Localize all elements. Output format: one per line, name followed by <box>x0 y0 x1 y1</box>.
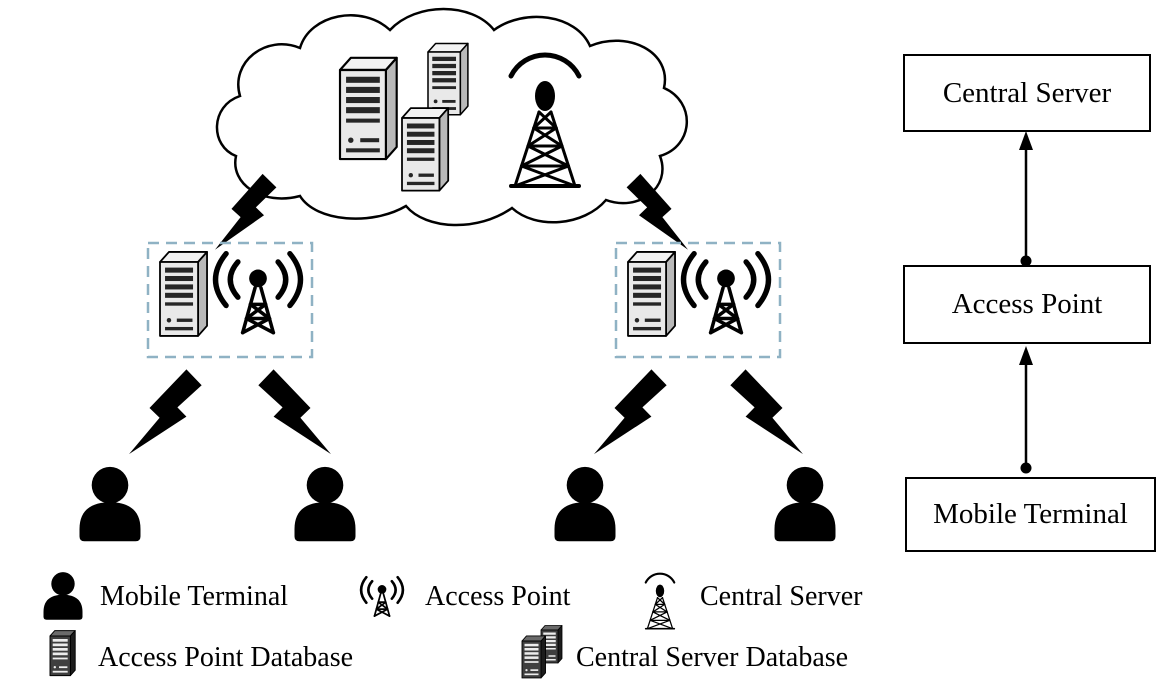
lightning-bolt-icon <box>726 362 803 470</box>
legend-mobile-terminal-icon <box>43 572 83 620</box>
access-point-database-icon <box>627 251 676 337</box>
legend-label-access-point-database: Access Point Database <box>98 642 354 673</box>
legend-central-server-database-icon <box>521 635 546 679</box>
access-point-box-left <box>146 241 314 359</box>
legend-access-point-database-icon <box>49 630 76 677</box>
hierarchy-arrow-access-to-central <box>1019 131 1033 267</box>
mobile-terminal-icon <box>79 466 141 542</box>
lightning-bolt-icon <box>129 362 206 470</box>
central-server-database-rack-icon <box>427 42 469 116</box>
hierarchy-label-central-server: Central Server <box>942 76 1112 109</box>
mobile-terminal-icon <box>774 466 836 542</box>
legend-label-mobile-terminal: Mobile Terminal <box>100 581 289 612</box>
lightning-bolt-icon <box>254 362 331 470</box>
mobile-terminal-icon <box>294 466 356 542</box>
access-point-antenna-icon <box>684 254 769 333</box>
legend-access-point-icon <box>359 575 405 618</box>
legend-label-access-point: Access Point <box>425 581 571 612</box>
legend-label-central-server: Central Server <box>700 581 863 612</box>
cloud-outline <box>215 7 688 227</box>
access-point-antenna-icon <box>216 254 301 333</box>
access-point-box-right <box>614 241 782 359</box>
hierarchy-arrow-mobile-to-access <box>1019 346 1033 474</box>
lightning-bolt-icon <box>594 362 671 470</box>
central-server-database-rack-icon <box>338 56 398 161</box>
legend-label-central-server-database: Central Server Database <box>576 642 849 673</box>
mobile-terminal-icon <box>554 466 616 542</box>
hierarchy-box-access-point: Access Point <box>903 265 1151 344</box>
legend-central-server-icon <box>644 572 676 630</box>
access-point-database-icon <box>159 251 208 337</box>
hierarchy-box-mobile-terminal: Mobile Terminal <box>905 477 1156 552</box>
hierarchy-label-access-point: Access Point <box>951 288 1103 320</box>
hierarchy-box-central-server: Central Server <box>903 54 1151 132</box>
hierarchy-label-mobile-terminal: Mobile Terminal <box>933 498 1128 530</box>
central-server-database-rack-icon <box>401 107 450 192</box>
